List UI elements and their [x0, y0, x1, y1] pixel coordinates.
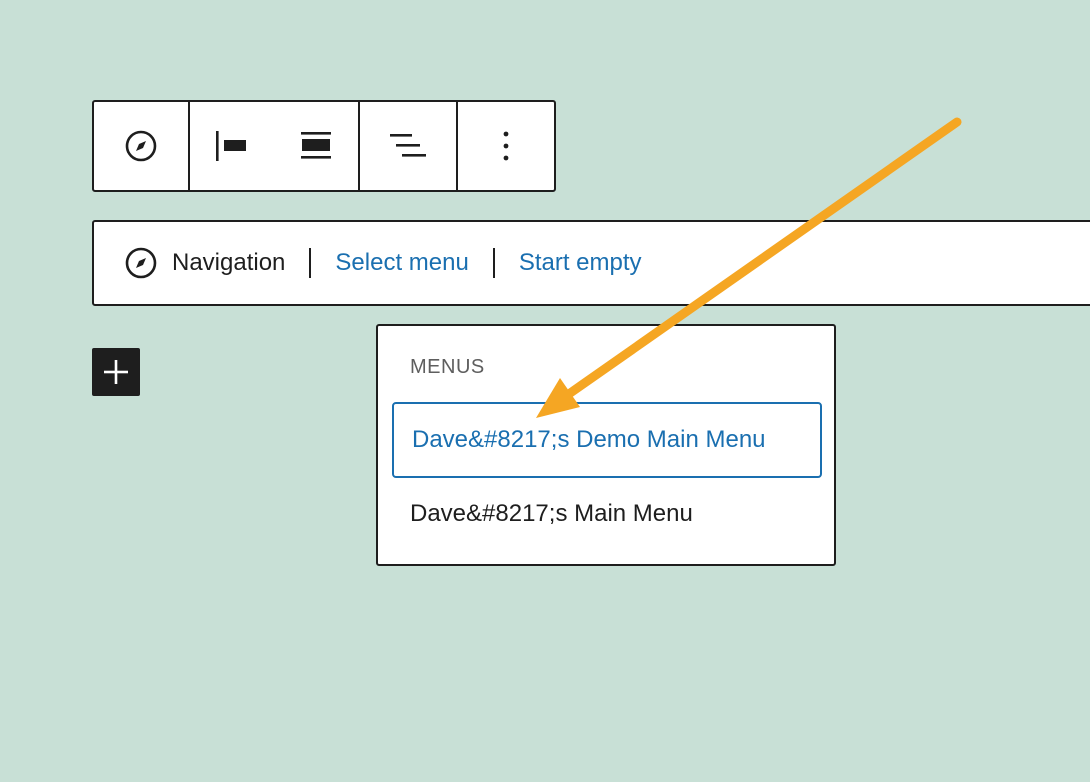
alignment-group: [188, 102, 358, 190]
divider: [309, 248, 312, 278]
block-toolbar: [92, 100, 556, 192]
compass-icon: [125, 130, 157, 162]
plus-icon: [104, 360, 128, 384]
justification-button[interactable]: [360, 102, 456, 190]
block-type-group: [94, 102, 188, 190]
options-button[interactable]: [458, 102, 554, 190]
block-type-button[interactable]: [94, 102, 188, 190]
select-menu-button[interactable]: Select menu: [335, 249, 469, 276]
align-center-icon: [301, 132, 331, 159]
menu-option-demo-main-menu[interactable]: Dave&#8217;s Demo Main Menu: [392, 402, 822, 478]
start-empty-button[interactable]: Start empty: [518, 249, 642, 276]
navigation-label-text: Navigation: [172, 249, 286, 276]
navigation-placeholder: Navigation Select menu Start empty: [92, 220, 1090, 306]
divider: [492, 248, 495, 278]
menus-dropdown: MENUS Dave&#8217;s Demo Main Menu Dave&#…: [376, 324, 836, 566]
menu-option-label: Dave&#8217;s Demo Main Menu: [412, 426, 766, 453]
menu-option-main-menu[interactable]: Dave&#8217;s Main Menu: [392, 476, 822, 552]
navigation-label: Navigation: [124, 246, 285, 280]
menus-heading: MENUS: [410, 356, 485, 378]
menu-option-label: Dave&#8217;s Main Menu: [410, 500, 693, 527]
options-group: [456, 102, 554, 190]
justify-center-button[interactable]: [286, 102, 346, 190]
more-vertical-icon: [503, 131, 509, 161]
justify-left-button[interactable]: [202, 102, 262, 190]
compass-icon: [125, 247, 157, 279]
align-left-icon: [216, 131, 246, 161]
layout-group: [358, 102, 456, 190]
add-block-button[interactable]: [92, 348, 140, 396]
justify-icon: [390, 134, 426, 157]
